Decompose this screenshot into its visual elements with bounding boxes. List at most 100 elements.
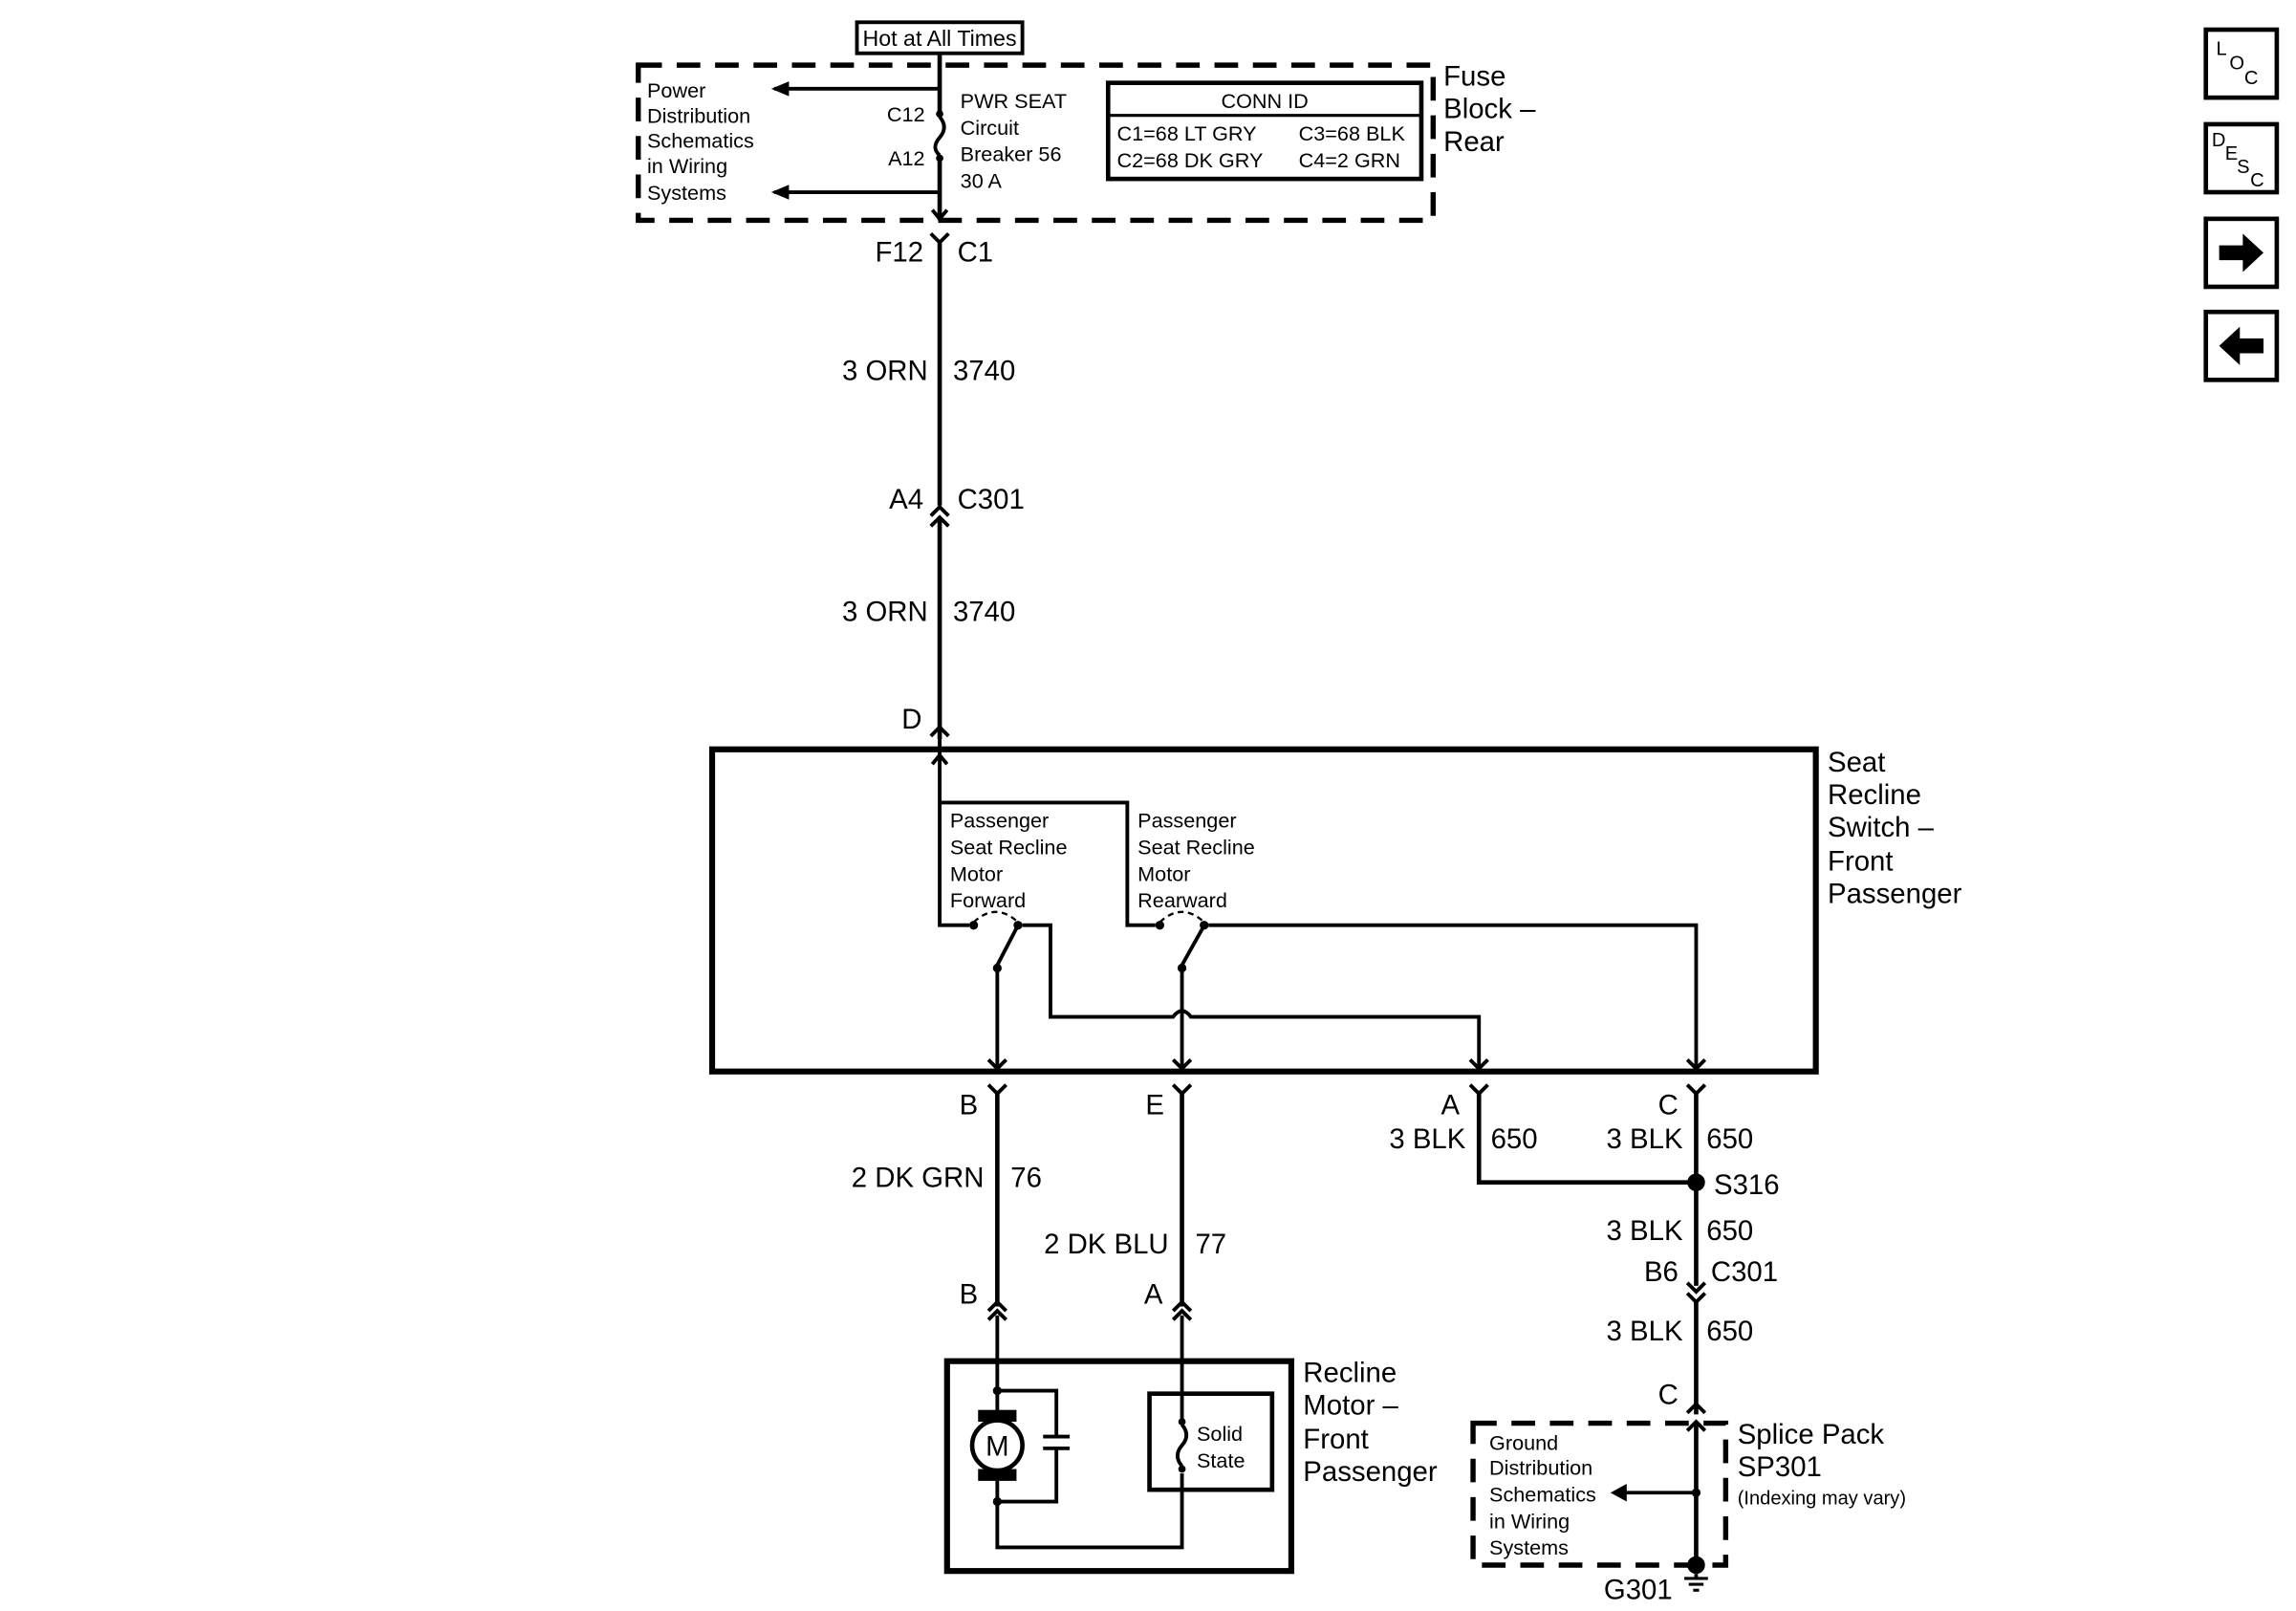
svg-text:2 DK BLU: 2 DK BLU (1044, 1229, 1169, 1260)
desc-button[interactable]: D E S C (2203, 121, 2280, 195)
svg-text:650: 650 (1706, 1123, 1753, 1155)
seat-recline-switch: Seat Recline Switch – Front Passenger Pa… (708, 738, 1962, 1075)
svg-text:2 DK GRN: 2 DK GRN (852, 1162, 985, 1193)
svg-text:3 BLK: 3 BLK (1389, 1123, 1465, 1155)
svg-text:C2=68 DK GRY: C2=68 DK GRY (1117, 148, 1264, 172)
svg-text:C4=2 GRN: C4=2 GRN (1299, 148, 1400, 172)
svg-text:Systems: Systems (1489, 1535, 1569, 1559)
fuse-block-rear: Fuse Block – Rear Power Distribution Sch… (636, 53, 1536, 224)
svg-text:Motor: Motor (950, 861, 1003, 885)
svg-text:C: C (1658, 1380, 1679, 1411)
power-distribution-note: Power Distribution Schematics in Wiring … (647, 78, 754, 205)
svg-text:S: S (2237, 157, 2249, 178)
svg-text:Schematics: Schematics (647, 129, 754, 153)
svg-text:C12: C12 (887, 102, 925, 126)
connector-f12-c1: F12 C1 (875, 231, 994, 269)
svg-text:650: 650 (1706, 1215, 1753, 1247)
svg-text:Recline: Recline (1303, 1357, 1397, 1388)
svg-text:L: L (2217, 38, 2227, 59)
svg-text:C301: C301 (1711, 1256, 1778, 1288)
svg-text:Distribution: Distribution (1489, 1456, 1592, 1480)
wire-650-pin-a (1476, 1090, 1697, 1185)
svg-text:3740: 3740 (953, 355, 1015, 386)
svg-text:Power: Power (647, 78, 705, 102)
next-button[interactable] (2203, 216, 2280, 290)
svg-text:Systems: Systems (647, 181, 726, 205)
svg-text:650: 650 (1491, 1123, 1538, 1155)
svg-text:Hot at All Times: Hot at All Times (863, 26, 1017, 51)
svg-text:77: 77 (1195, 1229, 1226, 1260)
svg-text:Seat Recline: Seat Recline (950, 836, 1068, 860)
svg-text:B: B (960, 1090, 979, 1121)
svg-text:Solid: Solid (1197, 1422, 1243, 1446)
svg-text:S316: S316 (1714, 1169, 1780, 1201)
svg-text:M: M (986, 1431, 1008, 1463)
splice-s316: S316 (1687, 1169, 1780, 1201)
svg-text:SP301: SP301 (1738, 1451, 1822, 1483)
svg-text:O: O (2229, 54, 2244, 75)
svg-text:Rearward: Rearward (1137, 888, 1227, 912)
svg-text:3740: 3740 (953, 596, 1015, 627)
svg-text:Fuse: Fuse (1443, 61, 1505, 93)
svg-text:C: C (2244, 68, 2259, 89)
prev-button[interactable] (2203, 309, 2280, 382)
svg-text:Circuit: Circuit (961, 116, 1019, 140)
svg-text:Ground: Ground (1489, 1430, 1558, 1454)
arrow-left-icon (2219, 326, 2264, 365)
svg-text:B6: B6 (1644, 1256, 1679, 1288)
svg-text:CONN ID: CONN ID (1221, 89, 1308, 113)
svg-text:Passenger: Passenger (950, 809, 1049, 833)
svg-text:C3=68 BLK: C3=68 BLK (1299, 121, 1406, 145)
ground-distribution-note: Ground Distribution Schematics in Wiring… (1489, 1430, 1596, 1559)
svg-text:C: C (2250, 170, 2264, 191)
svg-text:C1: C1 (958, 237, 994, 269)
svg-text:Seat: Seat (1828, 747, 1885, 778)
ground-distribution-arrow (1610, 1483, 1627, 1502)
svg-text:3 ORN: 3 ORN (842, 596, 928, 627)
solid-state-switch: Solid State (1147, 1315, 1275, 1492)
svg-text:3 BLK: 3 BLK (1607, 1215, 1683, 1247)
svg-text:650: 650 (1706, 1316, 1753, 1347)
connector-c301-a4: A4 C301 (889, 484, 1025, 528)
splice-pack-sp301: C Splice Pack SP301 (Indexing may vary) … (1470, 1380, 1906, 1606)
svg-text:G301: G301 (1604, 1575, 1673, 1606)
connector-c301-b6: B6 C301 (1644, 1256, 1778, 1305)
circuit-breaker-label: PWR SEAT Circuit Breaker 56 30 A (961, 89, 1067, 192)
svg-text:3 ORN: 3 ORN (842, 355, 928, 386)
svg-text:Switch –: Switch – (1828, 812, 1935, 843)
svg-text:C1=68 LT GRY: C1=68 LT GRY (1117, 121, 1257, 145)
motor-pin-b: B (960, 1278, 1007, 1321)
svg-text:in Wiring: in Wiring (1489, 1509, 1570, 1533)
svg-text:E: E (1145, 1090, 1164, 1121)
conn-id-table: CONN ID C1=68 LT GRY C3=68 BLK C2=68 DK … (1105, 80, 1424, 182)
loc-button[interactable]: L O C (2203, 27, 2280, 100)
rearward-switch: Passenger Seat Recline Motor Rearward (1137, 809, 1707, 1072)
recline-motor: Recline Motor – Front Passenger M Solid … (943, 1315, 1438, 1575)
svg-text:(Indexing may vary): (Indexing may vary) (1738, 1489, 1906, 1510)
svg-text:Motor –: Motor – (1303, 1389, 1398, 1421)
svg-text:in Wiring: in Wiring (647, 154, 727, 178)
svg-text:PWR SEAT: PWR SEAT (961, 89, 1067, 113)
svg-text:Forward: Forward (950, 888, 1026, 912)
svg-text:A: A (1441, 1090, 1461, 1121)
svg-text:Splice Pack: Splice Pack (1738, 1419, 1885, 1450)
svg-text:Passenger: Passenger (1137, 809, 1236, 833)
svg-text:3 BLK: 3 BLK (1607, 1316, 1683, 1347)
svg-text:C301: C301 (958, 484, 1025, 515)
motor-pin-a: A (1144, 1278, 1193, 1321)
hot-at-all-times-label: Hot at All Times (855, 20, 1025, 55)
svg-text:Distribution: Distribution (647, 103, 750, 127)
svg-text:D: D (901, 704, 921, 735)
svg-text:Recline: Recline (1828, 779, 1921, 811)
circuit-breaker-symbol (933, 115, 946, 157)
svg-text:3 BLK: 3 BLK (1607, 1123, 1683, 1155)
svg-text:E: E (2225, 143, 2238, 164)
arrow-right-icon (2219, 233, 2264, 272)
svg-text:Seat Recline: Seat Recline (1137, 836, 1255, 860)
svg-text:C: C (1658, 1090, 1679, 1121)
svg-text:Passenger: Passenger (1303, 1456, 1438, 1488)
svg-text:A: A (1144, 1278, 1163, 1310)
svg-text:Schematics: Schematics (1489, 1483, 1596, 1507)
svg-text:Breaker 56: Breaker 56 (961, 142, 1062, 166)
